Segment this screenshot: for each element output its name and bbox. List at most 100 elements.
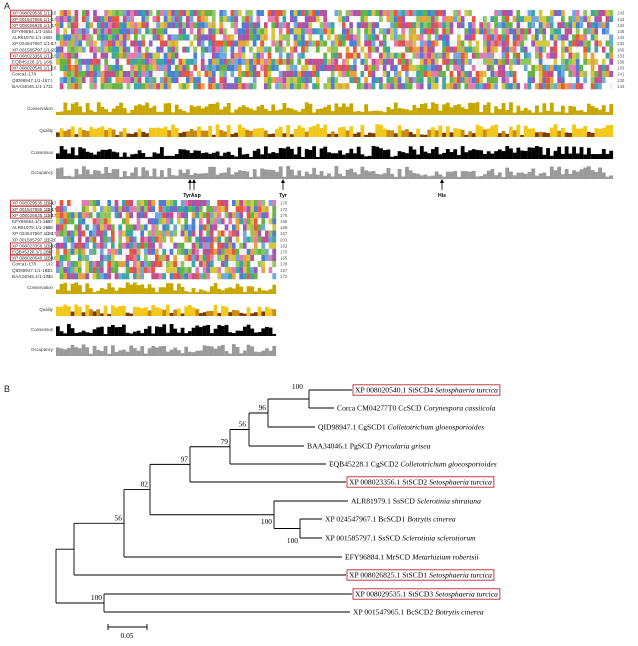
residue-cell: [197, 77, 201, 84]
residue-cell: [523, 22, 528, 29]
track-bar: [78, 348, 82, 356]
track-bar: [180, 313, 185, 316]
residue-cell: [494, 40, 499, 47]
residue-cell: [199, 218, 203, 225]
residue-cell: [156, 46, 161, 53]
residue-cell: [235, 254, 240, 261]
motif-label: Tyr: [279, 193, 287, 199]
sequence-name: Corca1-178: [12, 262, 36, 267]
track-bar: [483, 129, 487, 137]
residue-cell: [453, 16, 458, 23]
residue-cell: [185, 28, 190, 35]
residue-cell: [74, 218, 79, 225]
residue-cell: [568, 64, 573, 71]
track-bar: [217, 288, 222, 294]
track-bar: [315, 124, 320, 137]
residue-cell: [217, 273, 222, 280]
residue-cell: [412, 46, 417, 53]
residue-cell: [338, 34, 343, 41]
residue-cell: [223, 28, 227, 35]
residue-cell: [520, 34, 525, 41]
residue-cell: [557, 77, 562, 84]
track-bar: [208, 103, 213, 115]
track-bar: [538, 173, 543, 179]
residue-cell: [234, 34, 239, 41]
track-bar: [239, 330, 244, 336]
track-bar: [442, 176, 446, 179]
track-bar: [234, 109, 239, 115]
residue-cell: [587, 83, 591, 90]
residue-cell: [579, 64, 584, 71]
residue-cell: [85, 46, 90, 53]
residue-cell: [228, 261, 233, 268]
residue-cell: [382, 64, 387, 71]
taxon-label: ALR81979.1 SsSCD Sclerotinia shiraiana: [351, 497, 481, 506]
track-bar: [445, 126, 450, 137]
residue-cell: [605, 83, 610, 90]
residue-cell: [401, 46, 406, 53]
residue-cell: [445, 52, 450, 59]
residue-cell: [509, 64, 513, 71]
residue-cell: [254, 200, 258, 207]
bootstrap-value: 100: [91, 593, 102, 602]
residue-cell: [213, 200, 218, 207]
residue-cell: [195, 242, 200, 249]
track-bar: [185, 112, 190, 115]
residue-cell: [260, 64, 265, 71]
residue-cell: [434, 52, 439, 59]
track-bar: [162, 287, 167, 294]
track-bar: [228, 353, 233, 356]
residue-cell: [245, 46, 250, 53]
track-bar: [449, 132, 454, 137]
residue-cell: [130, 22, 135, 29]
residue-cell: [81, 46, 86, 53]
residue-cell: [301, 28, 305, 35]
residue-cell: [419, 71, 424, 78]
residue-cell: [166, 248, 170, 255]
residue-cell: [304, 22, 309, 29]
residue-cell: [553, 34, 558, 41]
residue-cell: [583, 52, 588, 59]
residue-cell: [423, 58, 428, 65]
residue-cell: [182, 77, 187, 84]
residue-cell: [210, 218, 214, 225]
residue-cell: [67, 28, 72, 35]
track-bar: [193, 150, 198, 159]
residue-cell: [237, 22, 242, 29]
track-bar: [390, 130, 395, 137]
residue-cell: [92, 236, 97, 243]
residue-cell: [159, 22, 164, 29]
track-bar: [163, 126, 168, 137]
residue-cell: [475, 40, 480, 47]
track-bar: [89, 309, 93, 316]
residue-cell: [177, 212, 181, 219]
residue-cell: [141, 83, 146, 90]
track-bar: [412, 149, 417, 159]
residue-cell: [457, 40, 461, 47]
track-bar: [232, 344, 236, 356]
residue-cell: [501, 52, 506, 59]
track-bar: [561, 174, 565, 179]
residue-cell: [338, 77, 343, 84]
residue-cell: [111, 261, 115, 268]
residue-cell: [572, 52, 577, 59]
track-bar: [475, 176, 480, 179]
residue-cell: [275, 52, 279, 59]
track-bar: [423, 174, 428, 179]
residue-cell: [159, 40, 164, 47]
track-bar: [63, 304, 68, 316]
residue-cell: [241, 46, 246, 53]
residue-cell: [401, 77, 406, 84]
residue-cell: [549, 16, 554, 23]
residue-cell: [159, 16, 164, 23]
track-bar: [419, 134, 424, 137]
residue-cell: [171, 83, 175, 90]
residue-cell: [224, 224, 229, 231]
residue-cell: [202, 200, 207, 207]
track-bar: [204, 130, 209, 137]
residue-cell: [199, 224, 203, 231]
residue-cell: [111, 236, 115, 243]
sequence-start: 1: [51, 53, 54, 58]
residue-cell: [56, 206, 60, 213]
residue-cell: [155, 273, 159, 280]
